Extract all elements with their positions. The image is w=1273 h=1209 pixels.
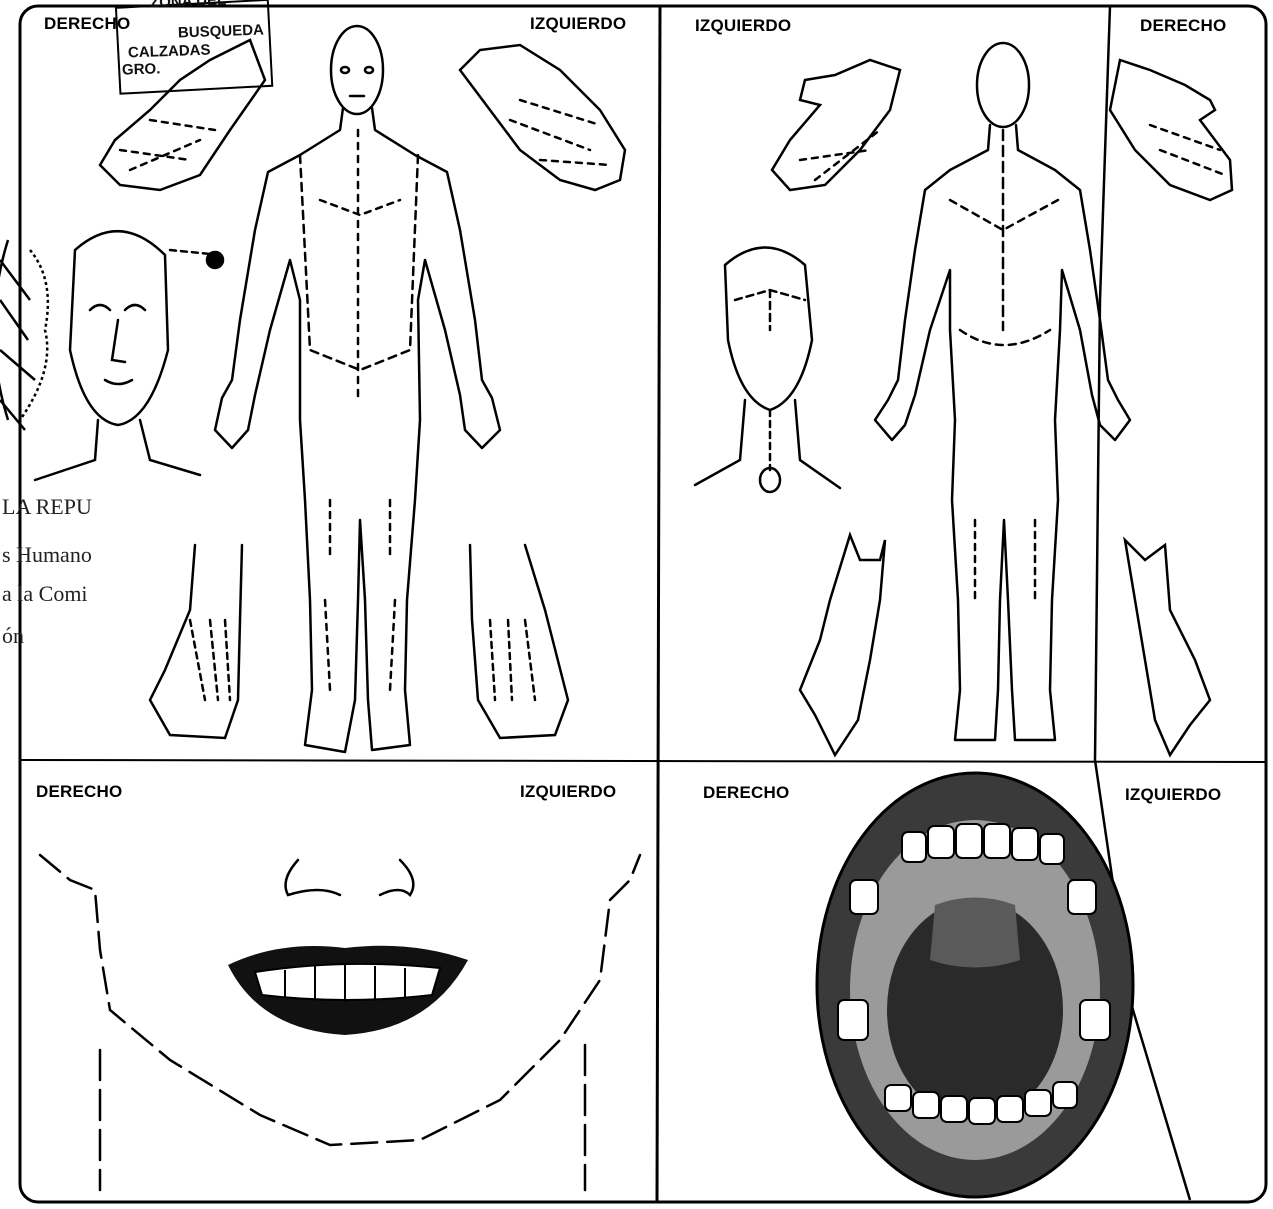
smile-mouth xyxy=(228,946,468,1035)
seal-line-1: LA REPU xyxy=(2,494,92,520)
stamp-line-4: GRO. xyxy=(122,61,161,77)
back-right-hand xyxy=(1110,60,1232,200)
seal-line-3: a la Comi xyxy=(2,581,88,607)
front-right-foot xyxy=(150,545,242,738)
back-left-hand xyxy=(772,60,900,190)
front-body-figure xyxy=(215,26,500,752)
back-right-foot xyxy=(1125,540,1210,755)
seal-mark xyxy=(0,240,48,430)
smile-panel-left-label: IZQUIERDO xyxy=(520,782,616,802)
mouth-panel-right-label: DERECHO xyxy=(703,783,789,803)
smile-panel-right-label: DERECHO xyxy=(36,782,122,802)
back-left-foot xyxy=(800,535,885,755)
stamp-line-1: ZONA DEL xyxy=(150,0,227,10)
back-body-figure xyxy=(875,43,1130,740)
horizontal-divider xyxy=(20,760,1266,762)
seal-line-4: ón xyxy=(2,623,24,649)
back-panel-right-label: DERECHO xyxy=(1140,16,1226,36)
back-head-closeup xyxy=(695,248,840,493)
vertical-divider xyxy=(657,6,660,1202)
front-left-hand xyxy=(460,45,625,190)
mouth-panel-left-label: IZQUIERDO xyxy=(1125,785,1221,805)
front-left-foot xyxy=(470,545,568,738)
stamp-line-3: CALZADAS xyxy=(128,43,211,61)
stamp-line-2: BUSQUEDA xyxy=(178,23,264,41)
seal-line-2: s Humano xyxy=(2,542,92,568)
back-panel-left-label: IZQUIERDO xyxy=(695,16,791,36)
open-mouth-diagram xyxy=(817,773,1133,1197)
front-panel-right-label: DERECHO xyxy=(44,14,130,34)
front-head-closeup xyxy=(35,231,223,480)
front-panel-left-label: IZQUIERDO xyxy=(530,14,626,34)
